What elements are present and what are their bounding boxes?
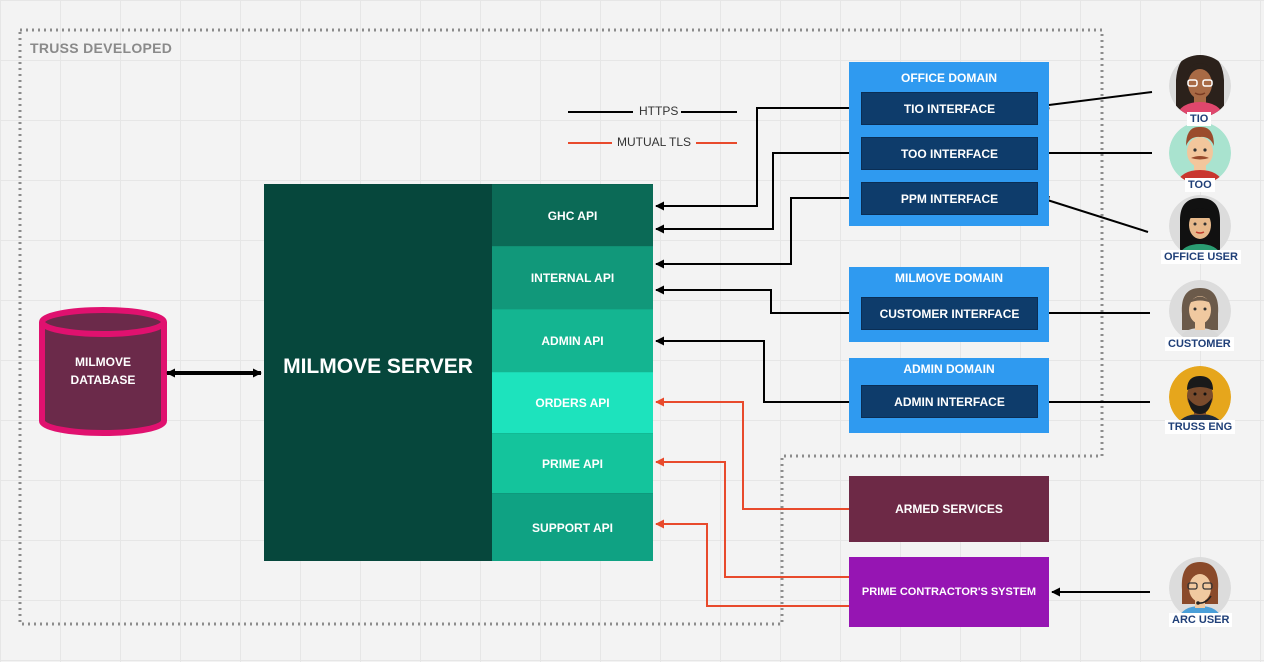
boundary-label: TRUSS DEVELOPED [30, 40, 173, 56]
ppm-interface: PPM INTERFACE [861, 182, 1038, 215]
legend-mtls-label: MUTUAL TLS [614, 135, 695, 149]
actor-label-customer: CUSTOMER [1165, 337, 1234, 351]
office-user-avatar-icon [1169, 195, 1231, 257]
armed-services-box: ARMED SERVICES [849, 476, 1049, 542]
admin-domain: ADMIN DOMAIN ADMIN INTERFACE [849, 358, 1049, 433]
tio-to-ghc-line [655, 107, 862, 211]
prime-contractor-box: PRIME CONTRACTOR'S SYSTEM [849, 557, 1049, 627]
prime-to-prime-api-line [655, 457, 849, 578]
milmove-server-title: MILMOVE SERVER [283, 355, 473, 378]
legend-https-label: HTTPS [636, 104, 682, 118]
customer-interface: CUSTOMER INTERFACE [861, 297, 1038, 330]
api-support: SUPPORT API [492, 493, 653, 561]
office-domain-title: OFFICE DOMAIN [901, 71, 997, 85]
actor-label-truss-eng: TRUSS ENG [1165, 420, 1236, 434]
database-label-line-1: MILMOVE [75, 355, 131, 369]
api-admin: ADMIN API [492, 309, 653, 372]
too-interface: TOO INTERFACE [861, 137, 1038, 170]
prime-to-support-api-line [655, 519, 849, 607]
office-domain: OFFICE DOMAIN TIO INTERFACE TOO INTERFAC… [849, 62, 1049, 226]
api-orders-label: ORDERS API [535, 396, 610, 410]
api-support-label: SUPPORT API [532, 520, 613, 535]
database-label-line-2: DATABASE [70, 373, 136, 387]
ppm-to-internal-line [655, 197, 862, 269]
actor-label-arc-user: ARC USER [1169, 613, 1233, 627]
admin-interface: ADMIN INTERFACE [861, 385, 1038, 418]
admin-domain-title: ADMIN DOMAIN [903, 362, 995, 376]
truss-developed-boundary [18, 28, 1104, 626]
admin-to-admin-api-line [655, 336, 862, 403]
office-user-actor-arrow [1040, 196, 1149, 233]
actor-label-office-user: OFFICE USER [1161, 250, 1241, 264]
api-ghc: GHC API [492, 184, 653, 246]
api-admin-label: ADMIN API [541, 334, 604, 348]
milmove-domain: MILMOVE DOMAIN CUSTOMER INTERFACE [849, 267, 1049, 342]
database-cylinder [39, 307, 167, 436]
tio-interface: TIO INTERFACE [861, 92, 1038, 125]
api-ghc-label: GHC API [547, 208, 598, 223]
arc-user-avatar-icon [1169, 557, 1231, 619]
too-to-ghc-line [655, 152, 862, 234]
customer-to-internal-line [655, 285, 862, 314]
milmove-server-block [264, 184, 492, 561]
milmove-domain-title: MILMOVE DOMAIN [895, 271, 1003, 285]
api-orders: ORDERS API [492, 372, 653, 433]
api-prime-label: PRIME API [542, 456, 603, 471]
actor-label-tio: TIO [1187, 112, 1212, 126]
armed-to-orders-line [655, 397, 849, 510]
api-internal-label: INTERNAL API [530, 271, 615, 285]
api-internal: INTERNAL API [492, 246, 653, 309]
database-label: MILMOVE DATABASE [42, 353, 164, 389]
actor-label-too: TOO [1185, 178, 1215, 192]
tio-actor-arrow [1040, 91, 1153, 110]
api-prime: PRIME API [492, 433, 653, 493]
